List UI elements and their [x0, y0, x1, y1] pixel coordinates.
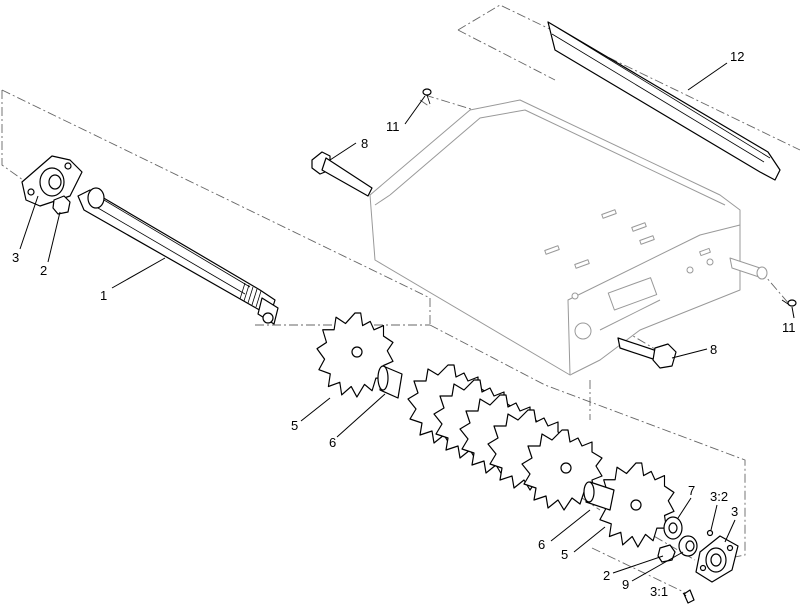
callout-6-right: 6 — [538, 537, 545, 552]
rotor-housing — [369, 99, 768, 376]
spacer-left — [377, 365, 403, 399]
bolt-lower — [617, 337, 677, 369]
callout-2-right: 2 — [603, 568, 610, 583]
callout-12: 12 — [730, 49, 744, 64]
callout-11-upper: 11 — [386, 119, 400, 134]
shaft — [77, 187, 279, 325]
bearing-screw — [683, 589, 695, 604]
callout-1: 1 — [100, 288, 107, 303]
callout-2-left: 2 — [40, 263, 47, 278]
callout-11-lower: 11 — [782, 320, 796, 335]
callout-9: 9 — [622, 577, 629, 592]
spacer-right — [583, 481, 615, 511]
shield — [547, 21, 781, 181]
flange-bearing-right — [695, 535, 739, 583]
washer — [663, 516, 683, 540]
screw-upper — [422, 88, 432, 105]
spider-right — [597, 462, 675, 548]
callout-3-2: 3:2 — [710, 489, 728, 504]
spider-stack — [407, 364, 603, 511]
callout-3-1: 3:1 — [650, 584, 668, 599]
nut-left — [52, 195, 71, 215]
collar — [678, 535, 698, 557]
callout-5-right: 5 — [561, 547, 568, 562]
flange-bearing-left — [21, 155, 83, 207]
bolt-upper — [311, 151, 373, 197]
callout-5-left: 5 — [291, 418, 298, 433]
nut-right — [657, 544, 676, 563]
callout-3-left: 3 — [12, 250, 19, 265]
screw-lower — [781, 299, 797, 307]
callout-6-left: 6 — [329, 435, 336, 450]
spider-left — [316, 312, 394, 398]
leader-lines — [19, 62, 795, 597]
callout-labels: 1 2 3 5 6 8 11 12 11 8 6 5 7 3:2 3 2 9 3… — [12, 49, 796, 599]
grease-fitting — [706, 529, 714, 537]
callout-7: 7 — [688, 483, 695, 498]
callout-8-upper: 8 — [361, 136, 368, 151]
callout-3-right: 3 — [731, 504, 738, 519]
callout-8-lower: 8 — [710, 342, 717, 357]
